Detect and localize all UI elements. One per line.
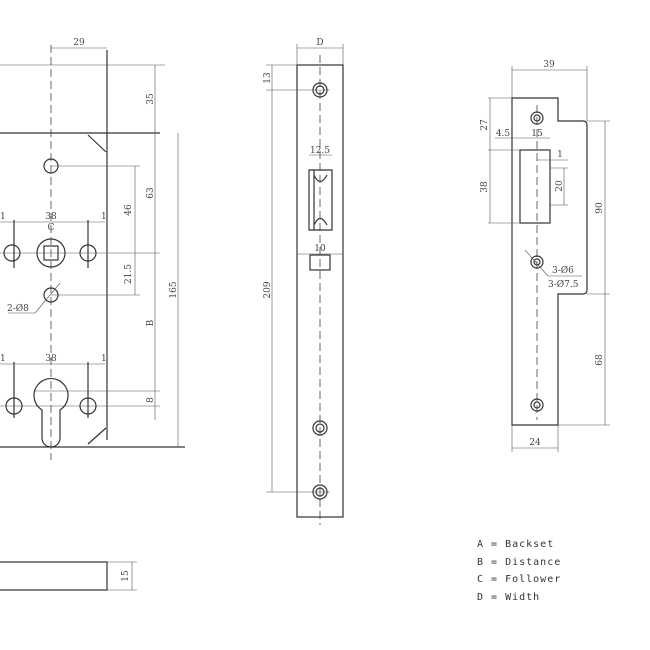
dim-20: 20 xyxy=(555,180,565,192)
dim-4-5: 4.5 xyxy=(496,129,511,139)
holes-label-7-5: 3-Ø7.5 xyxy=(548,279,579,290)
faceplate-view: D 13 209 12.5 10 xyxy=(263,38,344,525)
dim-90: 90 xyxy=(595,202,605,214)
dim-1: 1 xyxy=(0,354,6,364)
cylinder-hole-icon xyxy=(33,377,69,448)
dim-B: B xyxy=(146,319,156,326)
fixing-hole-icon xyxy=(43,158,59,174)
dim-35: 35 xyxy=(146,93,156,105)
dim-1: 1 xyxy=(101,212,107,222)
dim-8: 8 xyxy=(146,397,156,403)
dim-209: 209 xyxy=(263,281,273,298)
dim-24: 24 xyxy=(529,438,541,448)
latch-icon xyxy=(308,169,333,231)
spindle-hole-icon xyxy=(36,238,66,268)
dim-1: 1 xyxy=(0,212,6,222)
dim-63: 63 xyxy=(146,187,156,199)
dim-21-5: 21.5 xyxy=(124,264,134,284)
legend-item-follower: C = Follower xyxy=(477,574,561,585)
dim-13: 13 xyxy=(263,72,273,84)
legend-item-backset: A = Backset xyxy=(477,539,554,550)
dim-38-strike: 38 xyxy=(480,181,490,193)
deadbolt-icon xyxy=(309,254,331,271)
legend-item-distance: B = Distance xyxy=(477,557,561,568)
legend: A = Backset B = Distance C = Follower D … xyxy=(477,539,561,603)
lock-body-view: 29 35 63 46 21.5 165 B 8 38 C 38 1 1 1 1… xyxy=(0,38,185,460)
dim-12-5: 12.5 xyxy=(310,146,330,156)
holes-label-6: 3-Ø6 xyxy=(552,265,574,276)
dim-10: 10 xyxy=(314,244,326,254)
label-follower: C xyxy=(48,223,55,233)
lock-side-view: 15 xyxy=(0,561,137,591)
dim-backset: 29 xyxy=(73,38,85,48)
dim-46: 46 xyxy=(124,204,134,216)
legend-item-width: D = Width xyxy=(477,592,540,603)
strike-plate-view: 39 27 4.5 15 1 38 20 90 3-Ø6 3-Ø7.5 68 2… xyxy=(480,60,610,452)
dim-39: 39 xyxy=(543,60,555,70)
dim-38-bottom: 38 xyxy=(45,354,57,364)
dim-D: D xyxy=(316,38,323,48)
dim-15-strike: 15 xyxy=(531,129,543,139)
dim-68: 68 xyxy=(595,354,605,366)
dim-15: 15 xyxy=(121,570,131,582)
dim-1-strike: 1 xyxy=(557,150,563,160)
dim-38-top: 38 xyxy=(45,212,57,222)
dim-1: 1 xyxy=(101,354,107,364)
dim-165: 165 xyxy=(169,281,179,298)
holes-label: 2-Ø8 xyxy=(7,303,29,314)
dim-27: 27 xyxy=(480,119,490,131)
